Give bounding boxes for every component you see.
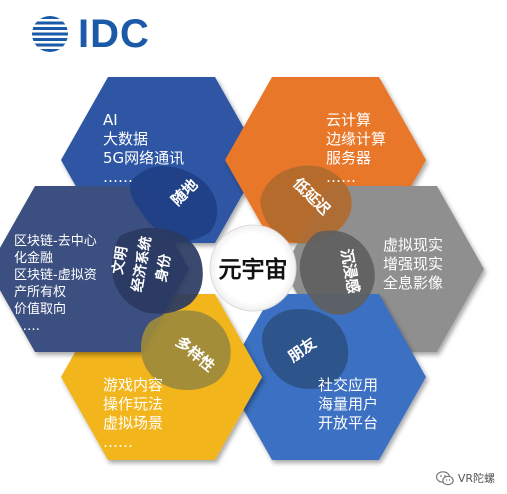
watermark: VR陀螺 — [435, 470, 495, 486]
hex-text-line: 区块链-去中心 — [14, 234, 97, 249]
hex-text-line: 社交应用 — [318, 376, 378, 394]
hex-text-line: 产所有权 — [14, 284, 66, 300]
watermark-text: VR陀螺 — [457, 472, 495, 485]
hex-text-line: 边缘计算 — [326, 130, 386, 148]
hex-text-line: 化金融 — [14, 250, 53, 266]
petal-right — [299, 230, 375, 315]
hex-text-line: 虚拟现实 — [383, 236, 443, 254]
hex-text-line: 5G网络通讯 — [103, 149, 184, 167]
center-label: 元宇宙 — [219, 256, 288, 283]
hex-text-top-right: 云计算边缘计算服务器…… — [326, 111, 386, 186]
petal-left — [112, 227, 203, 314]
hex-text-bottom-left: 游戏内容操作玩法虚拟场景…… — [103, 376, 163, 451]
hex-text-line: 全息影像 — [383, 274, 443, 292]
idc-logo: IDC — [30, 14, 150, 54]
petal-top-right — [260, 165, 352, 244]
petal-bottom-left — [141, 310, 231, 390]
globe-stripes-icon — [32, 16, 68, 52]
petal-bottom-right — [262, 309, 349, 389]
hex-text-top-left: AI大数据5G网络通讯…… — [103, 111, 184, 186]
hex-text-line: 操作玩法 — [103, 395, 163, 413]
hex-text-line: …… — [14, 319, 40, 334]
logo-text: IDC — [78, 12, 150, 56]
hex-text-line: 大数据 — [103, 130, 148, 148]
hex-text-line: 虚拟场景 — [103, 414, 163, 432]
hex-text-line: 区块链-虚拟资 — [14, 268, 97, 283]
hex-text-line: …… — [103, 168, 133, 186]
hex-text-line: 云计算 — [326, 111, 371, 129]
petal-top-left — [129, 165, 218, 241]
hex-text-line: …… — [326, 168, 356, 186]
tag-left-line-3: 身份 — [153, 252, 175, 284]
tag-left-line-1: 文明 — [109, 245, 131, 276]
hex-text-line: AI — [103, 111, 118, 129]
hex-text-line: 游戏内容 — [103, 376, 163, 394]
hex-text-line: 海量用户 — [318, 395, 378, 413]
center-circle — [209, 224, 297, 312]
wechat-icon — [435, 470, 454, 485]
hex-text-line: 开放平台 — [318, 414, 378, 432]
hex-text-line: …… — [103, 433, 133, 451]
hex-text-line: 服务器 — [326, 149, 371, 167]
hex-text-line: 价值取向 — [14, 301, 66, 317]
hex-text-line: 增强现实 — [383, 255, 443, 273]
